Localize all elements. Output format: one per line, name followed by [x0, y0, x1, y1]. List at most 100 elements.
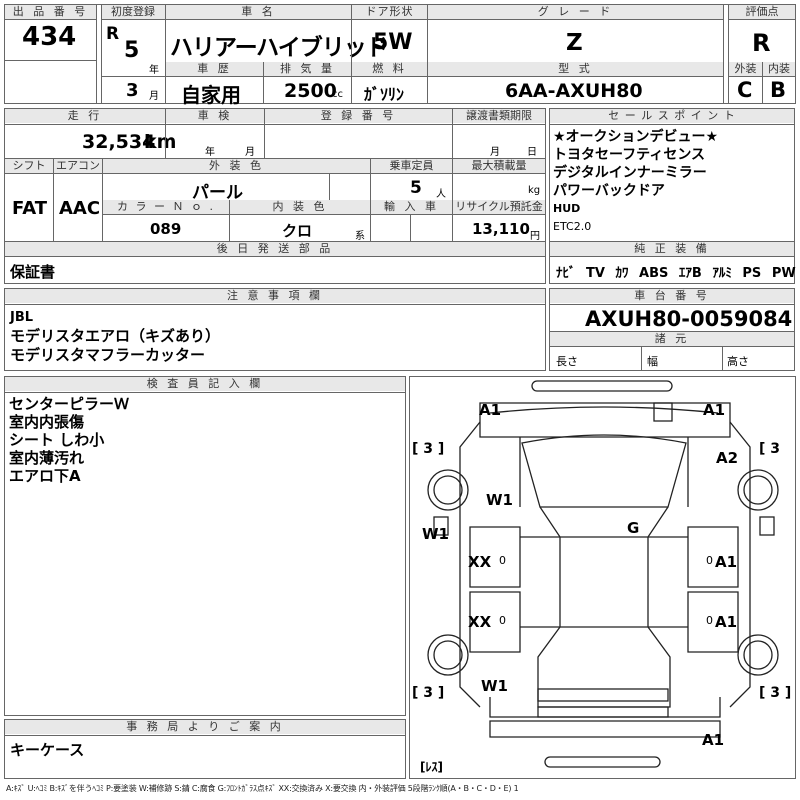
mark-fender-front-left: W1	[486, 491, 513, 509]
mark-door-fr: A1	[715, 553, 738, 571]
mark-tire-fl: [ 3 ]	[412, 441, 445, 457]
tire-rl-inner-shape	[433, 640, 463, 670]
note-line: モデリスタマフラーカッター	[10, 346, 206, 364]
mirror-right-shape	[759, 516, 775, 536]
mark-windshield: G	[627, 519, 640, 537]
hood-line-shape	[489, 406, 719, 414]
mark-front-left: A1	[479, 401, 502, 419]
first-reg-month: 3	[126, 80, 139, 101]
int-color-label: 内 装 色	[230, 200, 370, 214]
later-parts-label: 後 日 発 送 部 品	[5, 242, 545, 256]
equipment-item: PS	[742, 266, 762, 281]
chassis-value: AXUH80-0059084	[585, 307, 793, 331]
door-fl-shape	[469, 526, 521, 588]
windshield-lower-shape	[539, 506, 669, 538]
int-grade-label: 内装	[763, 62, 795, 76]
ext-color-value: パール	[192, 183, 243, 203]
mark-door-rr: A1	[715, 613, 738, 631]
ac-label: エアコン	[54, 159, 102, 173]
mirror-left-shape	[433, 516, 449, 536]
mark-tire-fr: [ 3	[759, 441, 781, 457]
equipment-item: ﾅﾋﾞ	[556, 266, 576, 281]
office-value: キーケース	[10, 741, 85, 759]
notes-label: 注 意 事 項 欄	[5, 289, 545, 303]
notes-list: JBL モデリスタエアロ（キズあり） モデリスタマフラーカッター	[10, 308, 220, 365]
first-reg-year-unit: 年	[149, 65, 159, 76]
equipment-item: ｶﾜ	[615, 266, 629, 281]
fuel-label: 燃 料	[352, 62, 427, 76]
first-reg-year: 5	[124, 38, 140, 63]
transfer-day-unit: 日	[527, 147, 537, 158]
sales-points-list: ★オークションデビュー★ トヨタセーフティセンス デジタルインナーミラー パワー…	[553, 128, 793, 236]
shift-label: シフト	[5, 159, 53, 173]
note-line: JBL	[10, 310, 34, 325]
ext-grade-value: C	[737, 78, 753, 102]
inspection-label: 車 検	[166, 109, 264, 123]
equipment-item: ｱﾙﾐ	[712, 266, 732, 281]
right-body-outline-shape	[729, 421, 751, 708]
shift-value: FAT	[12, 198, 48, 219]
capacity-label: 乗車定員	[371, 159, 452, 173]
car-diagram: A1 A1 A2 W1 W1 G XX A1 XX A1 W1 A1 [ 3 ]…	[409, 376, 796, 779]
front-detail-shape	[653, 402, 673, 422]
fuel-value: ｶﾞｿﾘﾝ	[364, 85, 405, 104]
mark-fender-front-right: A2	[716, 449, 739, 467]
door-fr-shape	[687, 526, 739, 588]
legend-text: A:ｷｽﾞ U:ﾍｺﾐ B:ｷｽﾞを伴うﾍｺﾐ P:要塗装 W:補修跡 S:錆 …	[6, 784, 519, 793]
rear-window-shape	[537, 626, 671, 708]
reg-no-label: 登 録 番 号	[265, 109, 452, 123]
car-name-label: 車 名	[166, 5, 351, 19]
tire-rr-inner-shape	[743, 640, 773, 670]
ac-value: AAC	[59, 198, 101, 219]
car-name: ハリアーハイブリッド	[170, 35, 389, 61]
mark-door-rl-zero: 0	[499, 614, 506, 627]
inspection-year-unit: 年	[205, 147, 215, 158]
width-label: 幅	[647, 355, 658, 368]
history-value: 自家用	[181, 83, 241, 107]
inspector-frame	[4, 376, 406, 716]
tire-rr-shape	[737, 634, 779, 676]
pillar-lines-shape	[520, 536, 688, 628]
sales-point-line: ★オークションデビュー★	[553, 129, 719, 145]
inspector-list: センターピラーＷ 室内内張傷 シート しわ小 室内薄汚れ エアロ下A	[9, 395, 129, 485]
inspector-line: センターピラーＷ	[9, 395, 130, 413]
inspection-month-unit: 月	[245, 147, 255, 158]
lot-number: 434	[22, 22, 77, 52]
front-bumper-shape	[531, 380, 673, 392]
mark-tire-rr: [ 3 ]	[759, 685, 792, 701]
chassis-label: 車 台 番 号	[550, 289, 794, 303]
inspector-line: シート しわ小	[9, 431, 105, 449]
first-reg-era: R	[106, 24, 120, 44]
recycle-unit: 円	[530, 231, 540, 242]
model-label: 型 式	[428, 62, 723, 76]
inspector-line: 室内内張傷	[9, 413, 85, 431]
height-label: 高さ	[727, 355, 749, 368]
tire-rl-shape	[427, 634, 469, 676]
capacity-value: 5	[410, 178, 422, 198]
ext-color-label: 外 装 色	[103, 159, 370, 173]
ext-grade-label: 外装	[729, 62, 762, 76]
tire-fl-inner-shape	[433, 475, 463, 505]
door-type: 5W	[373, 30, 413, 55]
displacement-label: 排 気 量	[264, 62, 351, 76]
notes-frame	[4, 288, 546, 371]
mark-door-fr-zero: 0	[706, 554, 713, 567]
door-rl-shape	[469, 591, 521, 653]
first-reg-month-unit: 月	[149, 91, 159, 102]
displacement-value: 2500	[284, 80, 337, 102]
chassis-frame	[549, 288, 795, 371]
first-reg-label: 初度登録	[101, 5, 165, 19]
mark-door-fl-zero: 0	[499, 554, 506, 567]
mark-door-rr-zero: 0	[706, 614, 713, 627]
mark-spare: [ﾚｽ]	[420, 760, 443, 774]
grade-value: Z	[566, 30, 583, 56]
inspector-line: 室内薄汚れ	[9, 449, 85, 467]
note-line: モデリスタエアロ（キズあり）	[10, 327, 221, 345]
door-label: ドア形状	[352, 5, 427, 19]
score-label: 評価点	[729, 5, 795, 19]
tire-fr-shape	[737, 469, 779, 511]
rear-lamp-shape	[537, 706, 669, 718]
equipment-label: 純 正 装 備	[550, 242, 794, 256]
equipment-items: ﾅﾋﾞ TV ｶﾜ ABS ｴｱB ｱﾙﾐ PS PW	[556, 262, 796, 281]
hood-sides-shape	[519, 437, 689, 507]
